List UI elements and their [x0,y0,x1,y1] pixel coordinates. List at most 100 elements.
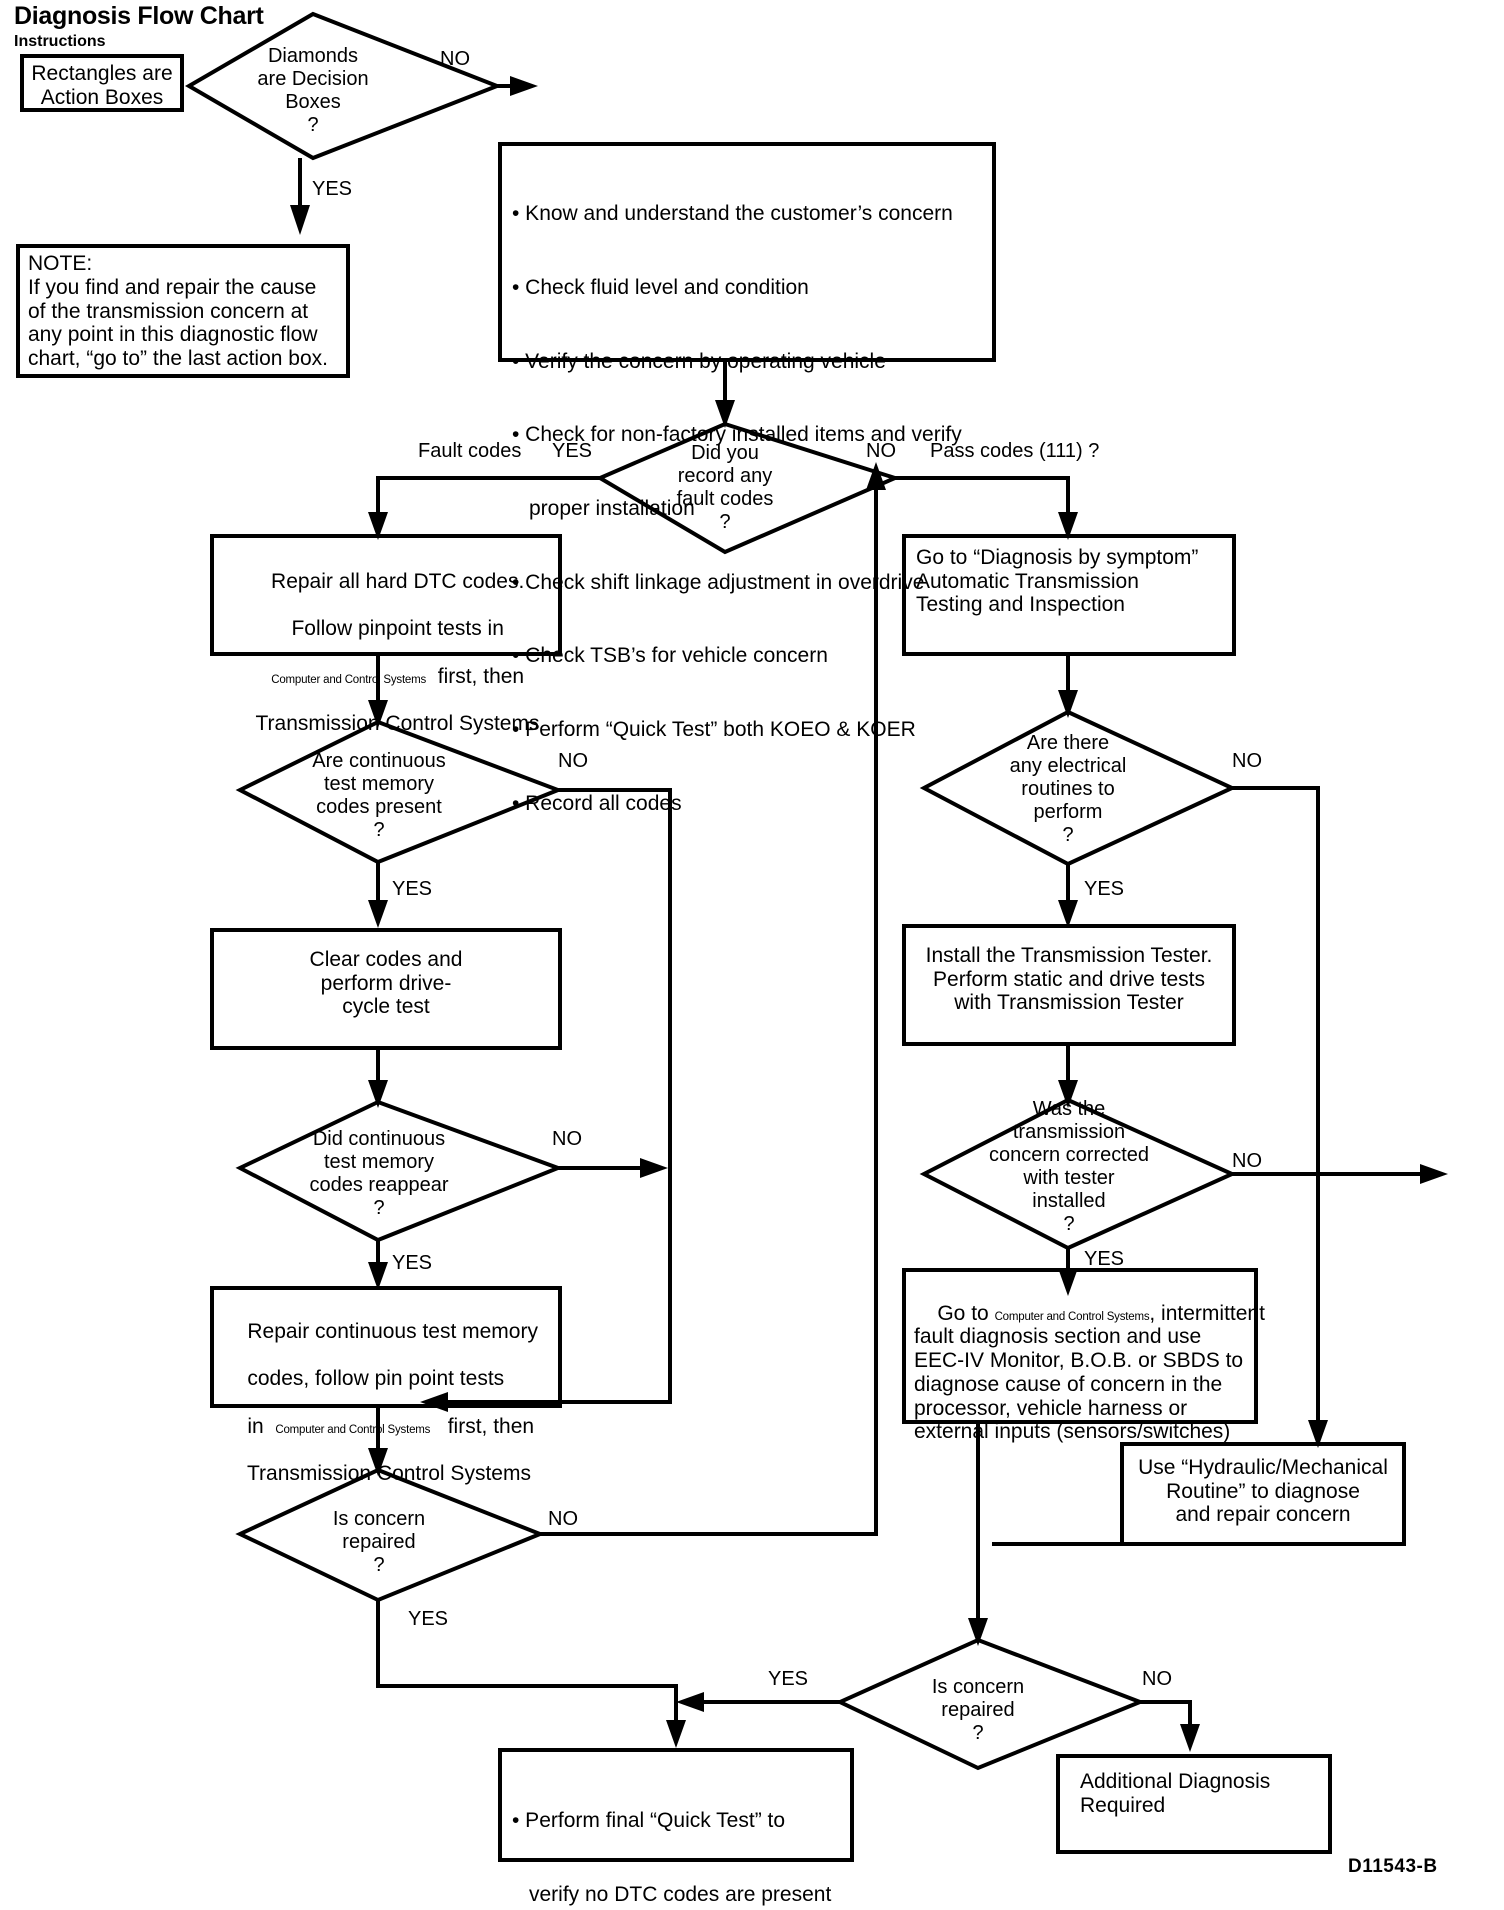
final-steps-list: • Perform final “Quick Test” to verify n… [512,1760,852,1910]
continuous-present-label: Are continuous test memory codes present… [312,750,446,841]
concern-repaired-left-yes-arrowhead [666,1720,686,1748]
codes-reappear-no-arrowhead [640,1158,668,1178]
edge-label-no-electrical: NO [1232,750,1262,772]
intermittent-fault-label: Go to Computer and Control Systems, inte… [914,1278,1265,1468]
repair-hard-dtc-line-1: Repair all hard DTC codes. [271,569,525,593]
repair-continuous-reference: Computer and Control Systems [275,1423,431,1436]
electrical-routines-no-arrowhead [1308,1420,1328,1448]
repair-continuous-down-arrowhead [368,1448,388,1476]
clear-codes-box-shape [210,928,562,1050]
electrical-routines-no-connector [1232,786,1320,1420]
install-tester-down-arrowhead [1058,1080,1078,1108]
electrical-routines-label: Are there any electrical routines to per… [1009,732,1127,846]
list-item: • Check shift linkage adjustment in over… [512,570,925,594]
repair-continuous-line-4b: Control Systems [376,1462,531,1486]
concern-corrected-label: Was the transmission concern corrected w… [988,1098,1150,1235]
repair-hard-dtc-line-2: Follow pinpoint tests in [291,617,504,641]
edge-label-yes-concern-repaired-left: YES [408,1608,449,1630]
concern-repaired-left-yes-connector [376,1600,678,1720]
intermittent-line-1-prefix: Go to [937,1301,989,1325]
diagnosis-by-symptom-down-arrowhead [1058,690,1078,718]
edge-label-pass-codes: Pass codes (111) ? [930,440,1100,462]
edge-label-yes-electrical: YES [1084,878,1125,900]
concern-repaired-bottom-no-connector [1140,1700,1192,1724]
electrical-routines-yes-arrowhead [1058,900,1078,928]
edge-label-no-concern-repaired-bottom: NO [1142,1668,1172,1690]
legend-no-arrowhead [510,76,538,96]
edge-label-yes-codes-reappear: YES [392,1252,433,1274]
edge-label-no-concern-repaired-left: NO [548,1508,578,1530]
list-item: • Record all codes [512,791,682,815]
repair-continuous-line-4a: Transmission [246,1462,372,1486]
repair-continuous-line-2: codes, follow pin point tests [247,1367,505,1391]
page-title: Diagnosis Flow Chart [14,2,264,30]
repair-continuous-label: Repair continuous test memory codes, fol… [224,1296,554,1509]
list-item: • Verify the concern by operating vehicl… [512,349,886,373]
note-body: If you find and repair the cause of the … [28,276,328,371]
record-yes-arrowhead [368,512,388,540]
list-item: • Check fluid level and condition [512,275,809,299]
continuous-present-yes-arrowhead [368,900,388,928]
document-id: D11543-B [1348,1856,1438,1877]
edge-label-no-codes-reappear: NO [552,1128,582,1150]
record-yes-connector [376,476,600,512]
final-steps-box-shape [498,1748,854,1862]
hydraulic-routine-label: Use “Hydraulic/Mechanical Routine” to di… [1138,1456,1388,1527]
repair-hard-dtc-down-arrowhead [368,700,388,728]
legend-action-box-label: Rectangles are Action Boxes [31,62,173,109]
concern-repaired-bottom-diamond-shape [835,1637,1146,1771]
record-fault-codes-diamond-shape [595,421,901,555]
edge-label-fault-codes: Fault codes [418,440,522,462]
edge-label-yes-corrected: YES [1084,1248,1125,1270]
preliminary-checks-box-shape [498,142,996,362]
clear-codes-label: Clear codes and perform drive- cycle tes… [309,948,463,1019]
concern-corrected-yes-arrowhead [1058,1268,1078,1296]
preliminary-checks-list: • Know and understand the customer’s con… [512,153,990,865]
repair-hard-dtc-label: Repair all hard DTC codes. Follow pinpoi… [218,546,554,759]
list-item: • Know and understand the customer’s con… [512,202,953,226]
concern-corrected-no-arrowhead [1420,1164,1448,1184]
edge-label-yes-concern-repaired-bottom: YES [768,1668,809,1690]
repair-hard-dtc-reference: Computer and Control Systems [271,673,427,686]
repair-continuous-line-3-prefix: in [247,1414,264,1438]
bottom-join-arrowhead [968,1618,988,1646]
diagnosis-by-symptom-label: Go to “Diagnosis by symptom” Automatic T… [916,546,1199,617]
record-no-arrowhead [1058,512,1078,540]
intermittent-line-1-rest: , intermittent [1149,1301,1265,1325]
concern-repaired-left-no-connector [540,490,878,1536]
list-item: • Perform “Quick Test” both KOEO & KOER [512,717,916,741]
legend-decision-box-label: Diamonds are Decision Boxes ? [257,45,369,136]
list-item-continuation: verify no DTC codes are present [529,1882,832,1906]
page-subtitle: Instructions [14,33,106,50]
note-heading: NOTE: [28,252,93,275]
list-item-continuation: proper installation [529,496,695,520]
edge-label-yes-continuous-present: YES [392,878,433,900]
record-fault-codes-label: Did you record any fault codes ? [676,442,774,533]
repair-continuous-line-1: Repair continuous test memory [247,1319,538,1343]
legend-no-label: NO [440,48,470,70]
clear-codes-down-arrowhead [368,1080,388,1108]
intermittent-reference: Computer and Control Systems [994,1310,1150,1323]
preliminary-to-record-arrowhead [715,400,735,428]
concern-repaired-bottom-yes-arrowhead [676,1692,704,1712]
edge-label-no-corrected: NO [1232,1150,1262,1172]
codes-reappear-yes-arrowhead [368,1262,388,1290]
legend-decision-diamond-shape [185,11,503,161]
hydraulic-routine-box-shape [1120,1442,1406,1546]
additional-diagnosis-box-shape [1056,1754,1332,1854]
concern-repaired-bottom-no-arrowhead [1180,1724,1200,1752]
repair-hard-dtc-line-4b: Control Systems [385,712,540,736]
repair-hard-dtc-line-3-rest: first, then [437,664,525,688]
repair-hard-dtc-line-4a: Transmission [255,712,380,736]
codes-reappear-label: Did continuous test memory codes reappea… [309,1128,449,1219]
repair-continuous-box-shape [210,1286,562,1408]
list-item: • Perform final “Quick Test” to [512,1809,786,1833]
concern-repaired-bottom-label: Is concern repaired ? [931,1676,1025,1744]
legend-yes-label: YES [312,178,353,200]
list-item: • Check for non-factory installed items … [512,423,962,447]
repair-hard-dtc-box-shape [210,534,562,656]
note-box-shape [16,244,350,378]
edge-label-no-continuous-present: NO [558,750,588,772]
